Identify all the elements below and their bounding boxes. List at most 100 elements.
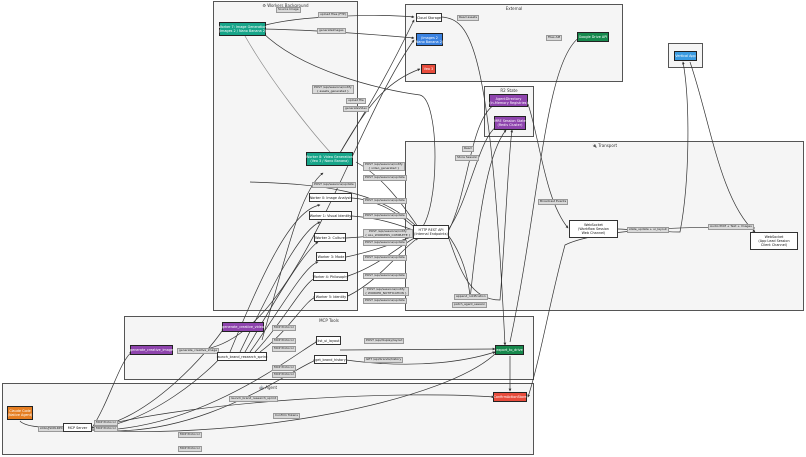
node-line: ConfirmActionStore (493, 395, 527, 399)
worker-5-identity-node[interactable]: Worker 5: Identity (314, 292, 348, 301)
websocket-client-node[interactable]: WebSocket (App Lead Session Client Chann… (750, 232, 798, 250)
node-line: export_to_drive (496, 348, 523, 352)
edge-label: POST /api/sessions/update (363, 298, 407, 304)
generate-creative-image-node[interactable]: generate_creative_image (130, 345, 173, 355)
export-to-drive-node[interactable]: export_to_drive (495, 345, 524, 355)
edge (447, 129, 514, 301)
edge-label: Files API (546, 35, 563, 41)
worker-4-philosophy-node[interactable]: Worker 4: Philosophy (313, 272, 348, 281)
edge-label: POST /api/sessions/update (312, 182, 356, 188)
edge (91, 351, 498, 432)
node-line: WebSocket (764, 235, 784, 239)
cloud-storage-node[interactable]: Cloud Storage (416, 13, 442, 22)
edge-label: POST /api/sessions/notify { assets_gener… (312, 85, 354, 95)
node-line: get_brand_history (315, 357, 346, 362)
confirm-action-store-node[interactable]: ConfirmActionStore (493, 392, 527, 402)
edge (249, 261, 319, 353)
edge-label: Broadcast Events (538, 199, 569, 205)
edge (339, 347, 496, 351)
node-line: Worker 0: Image Analysis (308, 195, 353, 200)
mcp-server-node[interactable]: MCP Server (63, 423, 92, 432)
get-brand-history-node[interactable]: get_brand_history (314, 355, 347, 364)
edge-label-line: POST /api/sessions/notify (314, 85, 352, 89)
node-line: Google Drive API (578, 35, 608, 39)
edge (244, 35, 331, 153)
edge (259, 296, 317, 353)
websocket-workflow-node[interactable]: WebSocket (Workflow Session Web Channel) (569, 220, 618, 238)
edge-label-line: { video_generated } (368, 165, 400, 170)
edge-label-line: POST /api/sessions/notify (368, 229, 407, 233)
edge-label: Confirm Tokens (273, 413, 300, 419)
generate-creative-video-node[interactable]: generate_creative_video (222, 322, 264, 332)
node-line: (Internal Endpoints) (414, 232, 448, 236)
edge-label: MCP Protocol (94, 420, 118, 426)
list-ui-layout-node[interactable]: list_ui_layout (316, 336, 341, 345)
node-line: launch_brand_research_sprint (216, 354, 268, 359)
edge-label: POST /api/sessions/update (363, 198, 407, 204)
edge (249, 181, 419, 229)
cluster-title: MCP Tools (319, 318, 339, 323)
node-line: HTTP REST API (418, 228, 444, 232)
node-line: Veo 3 (423, 67, 434, 71)
node-line: Worker 4: Philosophy (312, 274, 349, 279)
edge (441, 16, 507, 346)
edge (339, 68, 421, 154)
google-drive-api-node[interactable]: Google Drive API (577, 32, 609, 42)
edge-label: generateVideo (343, 106, 369, 112)
node-line: Worker 2: Culture (315, 235, 345, 240)
launch-brand-research-sprint-node[interactable]: launch_brand_research_sprint (217, 352, 267, 361)
edge (351, 197, 419, 231)
edge-label: POST /api/sessions/notify { ALL_WORKERS_… (363, 229, 413, 239)
edge (205, 39, 415, 350)
worker-1-visual-identity-node[interactable]: Worker 1: Visual Identity (309, 211, 352, 220)
cluster-title: 🔌 Transport (591, 143, 618, 148)
edge-label: Read (462, 146, 474, 152)
claude-code-agent-node[interactable]: Claude Code (Native Agent) (7, 406, 33, 420)
node-line: (Veo 3 / Nano Banana) (310, 159, 349, 163)
node-line: (Images 2 / Nano Banana 2) (218, 29, 267, 33)
worker-0-image-analysis-node[interactable]: Worker 0: Image Analysis (309, 193, 352, 202)
node-line: (Images 2 (421, 35, 438, 40)
cluster-title: External (505, 6, 523, 11)
worker-2-culture-node[interactable]: Worker 2: Culture (314, 233, 346, 242)
gemini-images-node[interactable]: (Images 2 Nano Banana 2) (416, 33, 443, 46)
edge-label: generate_creative_image (177, 348, 220, 354)
edge-label: append_notification (454, 294, 488, 300)
edge-label: Store Session (455, 155, 480, 161)
edge-label: POST /api/sessions/update (363, 175, 407, 181)
node-line: (Workflow Session (578, 227, 609, 231)
agent-directory-node[interactable]: AgentDirectory (In-Memory Registries) (489, 94, 528, 107)
cluster-title: ⚙ Workers Background (262, 3, 309, 8)
node-line: (In-Memory Registries) (489, 100, 528, 105)
node-line: WebSocket (584, 223, 603, 227)
edge-label: MCP Protocol (178, 446, 202, 452)
cluster-title: R2 State (500, 88, 518, 93)
edge-label: state_update + ui_layout (627, 227, 669, 233)
edge (617, 61, 689, 233)
edge (689, 61, 756, 233)
http-rest-api-node[interactable]: HTTP REST API (Internal Endpoints) (413, 225, 449, 239)
node-line: MRE Session State (494, 119, 526, 123)
edge-label: Audio PCM + Text + Images (708, 224, 754, 230)
edge-label: Source Image (276, 7, 301, 13)
edge-label: POST /api/sessions/update (363, 255, 407, 261)
node-line: Nano Banana 2) (415, 39, 444, 44)
edge-label: POST /api/sessions/notify { WORKER_NOTIF… (363, 287, 409, 297)
worker-3-mode-node[interactable]: Worker 3: Mode (316, 252, 346, 261)
veo-3-node[interactable]: Veo 3 (421, 64, 436, 74)
edge (239, 221, 321, 353)
edge (345, 234, 419, 258)
edge-label-line: { ALL_WORKERS_COMPLETE } (365, 232, 411, 237)
edge-label: MCP Protocol (272, 338, 296, 344)
worker-7-image-generation-node[interactable]: Worker 7: Image Generation (Images 2 / N… (218, 22, 267, 36)
worker-8-video-generation-node[interactable]: Worker 8: Video Generation (Veo 3 / Nano… (306, 152, 353, 166)
edge (447, 101, 501, 233)
session-state-node[interactable]: MRE Session State (Redis Cluster) (494, 116, 526, 130)
node-line: (Redis Cluster) (497, 123, 523, 127)
edge-label: MCP Protocol (178, 432, 202, 438)
edge (261, 28, 415, 40)
vertical-app-node[interactable]: Vertical App (674, 51, 697, 61)
edge (261, 31, 436, 231)
edge-label-line: POST /api/sessions/notify (365, 162, 403, 166)
